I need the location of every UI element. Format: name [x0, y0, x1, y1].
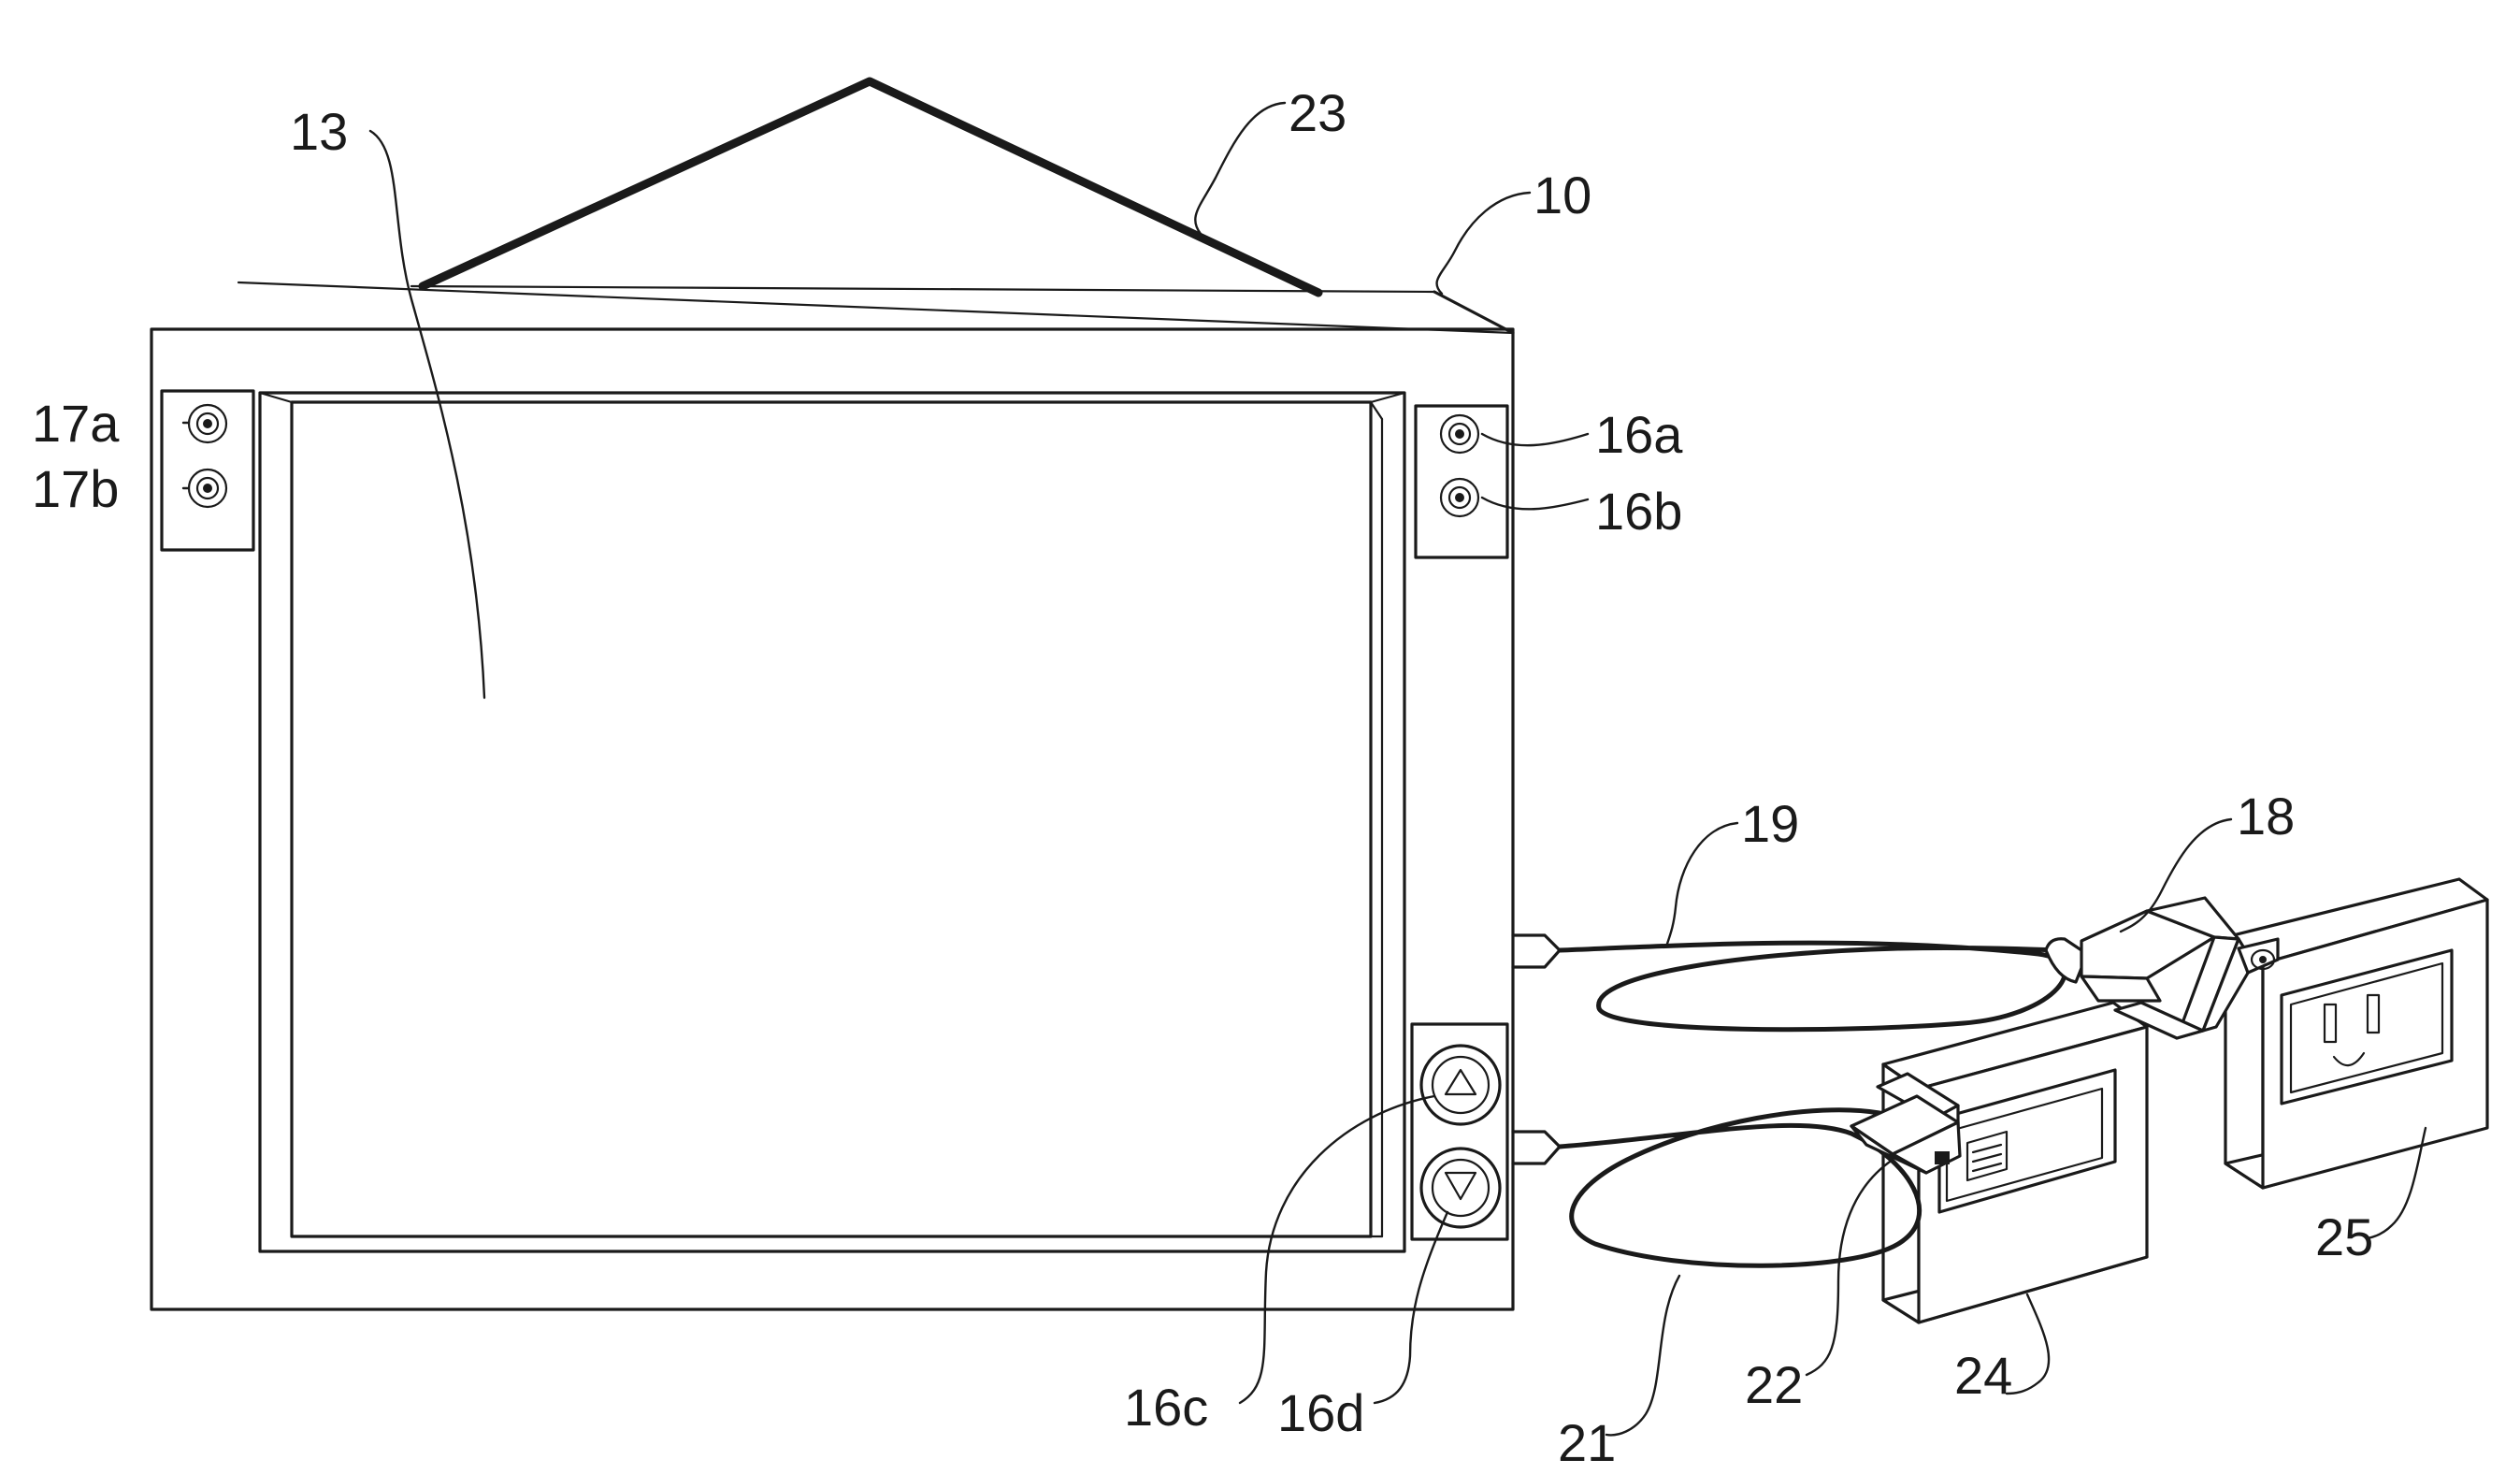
button-17a-icon — [189, 405, 226, 442]
label-19: 19 — [1741, 794, 1799, 853]
label-21: 21 — [1558, 1413, 1616, 1472]
label-13: 13 — [290, 102, 348, 161]
button-16b-icon — [1441, 479, 1478, 516]
button-17b-icon — [189, 470, 226, 507]
label-16d: 16d — [1277, 1383, 1364, 1442]
label-17b: 17b — [32, 459, 119, 518]
hanging-wire — [423, 81, 1318, 293]
power-wall-outlet — [2225, 879, 2487, 1188]
right-top-button-panel — [1416, 406, 1507, 557]
power-cord — [1560, 943, 2108, 1030]
label-16b: 16b — [1595, 482, 1682, 541]
label-23: 23 — [1289, 83, 1346, 142]
label-16c: 16c — [1124, 1378, 1208, 1437]
label-16a: 16a — [1595, 405, 1683, 464]
label-24: 24 — [1954, 1346, 2012, 1405]
label-25: 25 — [2315, 1207, 2373, 1266]
button-16a-icon — [1441, 415, 1478, 453]
label-10: 10 — [1534, 166, 1591, 224]
arrow-button-panel — [1412, 1024, 1507, 1239]
down-arrow-button-icon — [1421, 1149, 1500, 1227]
picture-frame — [151, 282, 1513, 1309]
label-22: 22 — [1745, 1355, 1803, 1414]
frame-cable-jacks — [1513, 935, 1560, 1163]
left-button-panel — [162, 391, 253, 550]
label-18: 18 — [2237, 787, 2295, 845]
label-17a: 17a — [32, 394, 120, 453]
up-arrow-button-icon — [1421, 1046, 1500, 1124]
